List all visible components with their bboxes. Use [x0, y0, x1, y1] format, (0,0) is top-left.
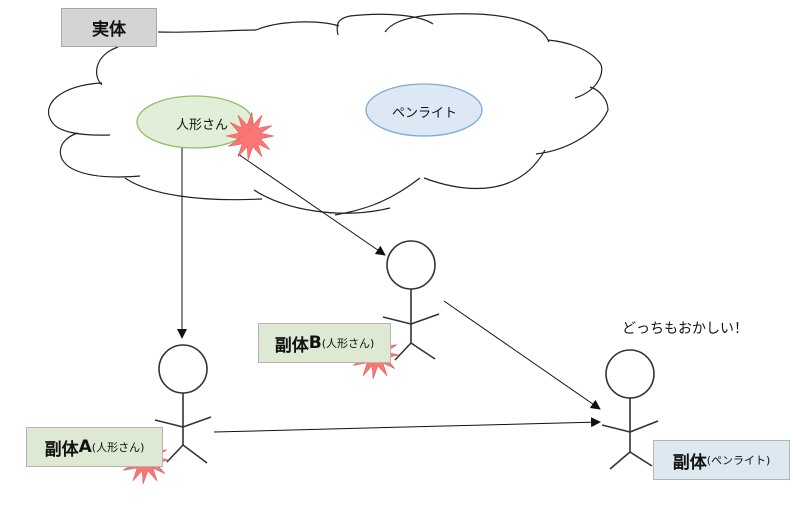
copy-penlight-name: 副体	[672, 452, 707, 473]
stick-figure-penlight	[601, 349, 659, 470]
stick-figure-b	[382, 240, 440, 361]
copy-a-name: 副体	[44, 439, 79, 460]
copy-b-suffix: B	[308, 333, 322, 353]
copy-penlight-note: (ペンライト)	[706, 454, 771, 467]
copy-b-name: 副体	[274, 335, 309, 356]
entity-label: 実体	[92, 20, 126, 40]
cloud-shape	[47, 13, 609, 216]
penlight-ellipse	[365, 83, 483, 137]
arrow-copy-a-to-penlight	[213, 417, 601, 433]
copy-b-note: (人形さん)	[321, 337, 375, 350]
doll-ellipse	[136, 95, 254, 149]
burst-doll-entity-icon	[225, 112, 275, 160]
stick-figure-a	[154, 344, 212, 464]
copy-penlight-label-box: 副体(ペンライト)	[653, 440, 790, 480]
penlight-label: ペンライト	[392, 106, 458, 121]
annotation-text: どっちもおかしい！	[622, 321, 748, 337]
copy-a-suffix: A	[78, 437, 92, 457]
entity-label-box: 実体	[61, 8, 157, 47]
doll-label: 人形さん	[176, 118, 229, 133]
arrow-copy-b-to-penlight	[443, 300, 601, 410]
copy-a-note: (人形さん)	[91, 441, 145, 454]
arrow-doll-to-copy-b	[237, 153, 386, 256]
